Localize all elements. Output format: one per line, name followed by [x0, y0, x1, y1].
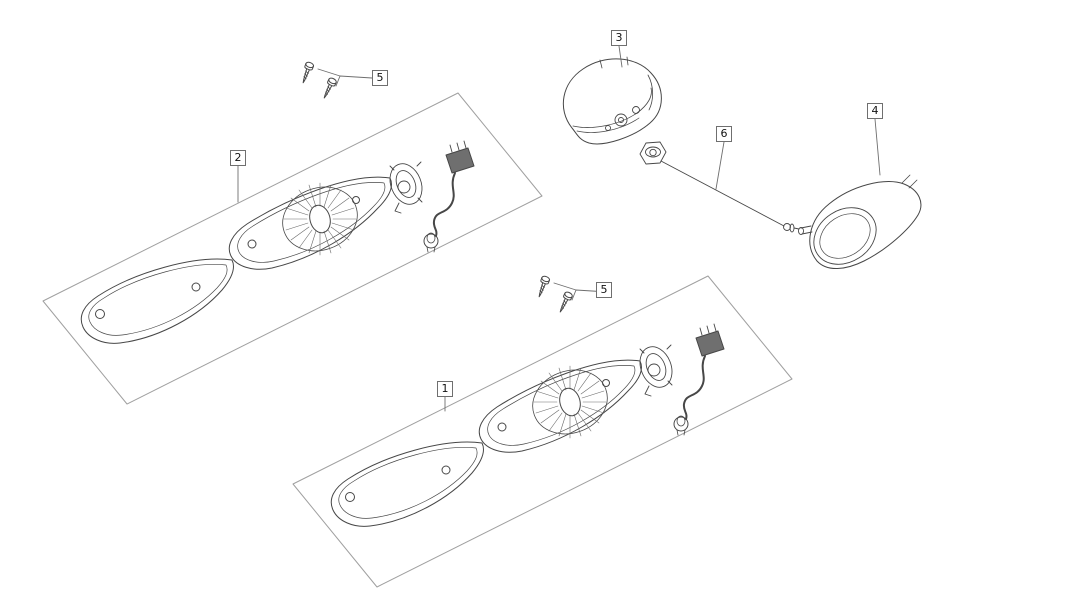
lamp-assembly-1: [330, 323, 725, 528]
boundary-box-assembly-1: [292, 275, 793, 588]
boundary-box-assembly-2: [42, 92, 543, 405]
callout-6[interactable]: 6: [716, 126, 732, 142]
tip-detail: [901, 174, 918, 189]
mounting-stud: [798, 225, 813, 235]
callout-2[interactable]: 2: [230, 150, 246, 166]
assembled-lamp-3: [563, 56, 662, 145]
leader-lines: [237, 45, 881, 412]
callout-5a[interactable]: 5: [372, 70, 388, 86]
lamp-assembly-2: [80, 140, 476, 345]
leader-line-6: [715, 141, 725, 190]
leader-line-3: [618, 45, 623, 68]
housing-seam: [599, 56, 654, 111]
stud-line: [660, 160, 785, 227]
callout-4[interactable]: 4: [867, 103, 883, 119]
socket-contacts: [605, 106, 640, 131]
assembled-lamp-4: [798, 174, 922, 269]
callout-5b[interactable]: 5: [596, 282, 612, 298]
mounting-nut: [639, 141, 667, 165]
callout-1[interactable]: 1: [437, 381, 453, 397]
push-fastener: [783, 223, 800, 233]
opening-rim: [572, 87, 652, 128]
lens-face: [813, 207, 877, 265]
screw-pair-upper: [299, 61, 372, 99]
callout-3[interactable]: 3: [611, 30, 627, 46]
leader-line-4: [874, 118, 881, 176]
